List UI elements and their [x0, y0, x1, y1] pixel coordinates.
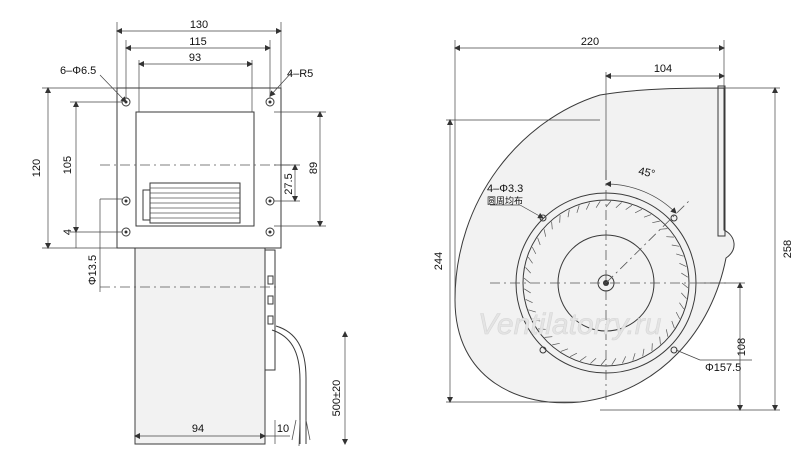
- side-view: 130 115 93 6–Φ6.5 4–R5 120 105 4 Φ13.5 8…: [31, 19, 348, 447]
- leader-holes: [99, 74, 127, 103]
- terminal-screw: [267, 315, 274, 325]
- blade-tick: [523, 277, 531, 284]
- label-93: 93: [189, 52, 201, 64]
- blade-tick: [567, 209, 570, 218]
- blade-tick: [590, 358, 597, 364]
- label-d13-5: Φ13.5: [87, 255, 99, 285]
- cable-line: [271, 329, 301, 444]
- motor-body: [134, 245, 266, 445]
- blade-tick: [531, 246, 537, 255]
- blade-tick: [543, 229, 547, 237]
- label-radius: 4–R5: [287, 68, 313, 80]
- blade-tick: [579, 356, 587, 362]
- blade-tick: [528, 309, 536, 313]
- blade-tick: [665, 329, 669, 337]
- label-258: 258: [782, 240, 794, 258]
- label-130: 130: [190, 19, 208, 31]
- housing-outline: [135, 111, 255, 227]
- label-89: 89: [308, 162, 320, 174]
- impeller-blades: [523, 200, 689, 366]
- blade-tick: [544, 336, 553, 338]
- blade-tick: [552, 342, 560, 346]
- blade-tick: [671, 244, 680, 247]
- blade-tick: [611, 358, 617, 365]
- label-94: 94: [192, 423, 204, 435]
- label-d157-5: Φ157.5: [705, 362, 741, 374]
- blade-tick: [524, 288, 531, 294]
- blade-tick: [671, 320, 675, 329]
- blade-tick: [595, 201, 601, 208]
- screw-hole: [539, 346, 547, 354]
- impeller-fins: [142, 182, 241, 224]
- label-105: 105: [62, 156, 74, 174]
- label-holes-6: 6–Φ6.5: [60, 65, 96, 77]
- blade-tick: [585, 202, 590, 210]
- screw-hole: [670, 346, 678, 354]
- blade-tick: [632, 353, 636, 361]
- blade-tick: [622, 356, 627, 364]
- label-108: 108: [736, 338, 748, 356]
- outlet-flange: [717, 85, 726, 237]
- cable-line: [275, 325, 307, 444]
- blade-tick: [525, 299, 533, 304]
- blade-tick: [532, 319, 541, 322]
- blade-tick: [681, 282, 689, 289]
- terminal-strip: [264, 249, 276, 371]
- blade-tick: [652, 220, 660, 224]
- terminal-screw: [267, 275, 274, 285]
- blade-tick: [569, 352, 578, 358]
- label-27-5: 27.5: [283, 173, 295, 194]
- blade-tick: [679, 262, 687, 267]
- label-cable: 500±20: [331, 380, 343, 417]
- label-10: 10: [277, 423, 289, 435]
- label-115: 115: [189, 36, 207, 48]
- screw-hole: [670, 214, 678, 222]
- blade-tick: [527, 256, 533, 264]
- label-220: 220: [581, 36, 599, 48]
- blade-tick: [551, 221, 553, 230]
- watermark: Ventilatorry.ru: [478, 308, 662, 341]
- blade-tick: [576, 205, 580, 213]
- leader-radius: [269, 71, 293, 97]
- blade-tick: [642, 348, 645, 357]
- blade-tick: [659, 336, 661, 345]
- label-120: 120: [31, 159, 43, 177]
- blade-tick: [681, 292, 687, 299]
- blade-tick: [679, 302, 685, 310]
- blade-tick: [659, 228, 668, 230]
- label-holes-3-3: 4–Φ3.3: [487, 183, 523, 195]
- label-45: 45°: [637, 165, 656, 180]
- angle-arc: [605, 181, 677, 214]
- label-holes-note: 圆周均布: [487, 195, 523, 207]
- front-view: 220 104 45° 4–Φ3.3 圆周均布 244 258 108 Φ157…: [433, 36, 794, 411]
- label-4: 4: [62, 229, 74, 235]
- blade-tick: [537, 237, 541, 246]
- blade-tick: [600, 358, 607, 366]
- leader-holes-3-3: [519, 204, 544, 219]
- label-104: 104: [654, 63, 672, 75]
- blade-tick: [675, 311, 681, 320]
- cable-leads: [291, 419, 311, 447]
- leader-d157: [675, 349, 701, 361]
- blade-tick: [525, 267, 531, 274]
- terminal-screw: [267, 295, 274, 305]
- blade-tick: [681, 272, 688, 278]
- blade-tick: [643, 214, 652, 218]
- blade-tick: [560, 348, 569, 352]
- label-244: 244: [433, 252, 445, 270]
- blade-tick: [676, 253, 684, 257]
- scroll-housing: [454, 87, 735, 404]
